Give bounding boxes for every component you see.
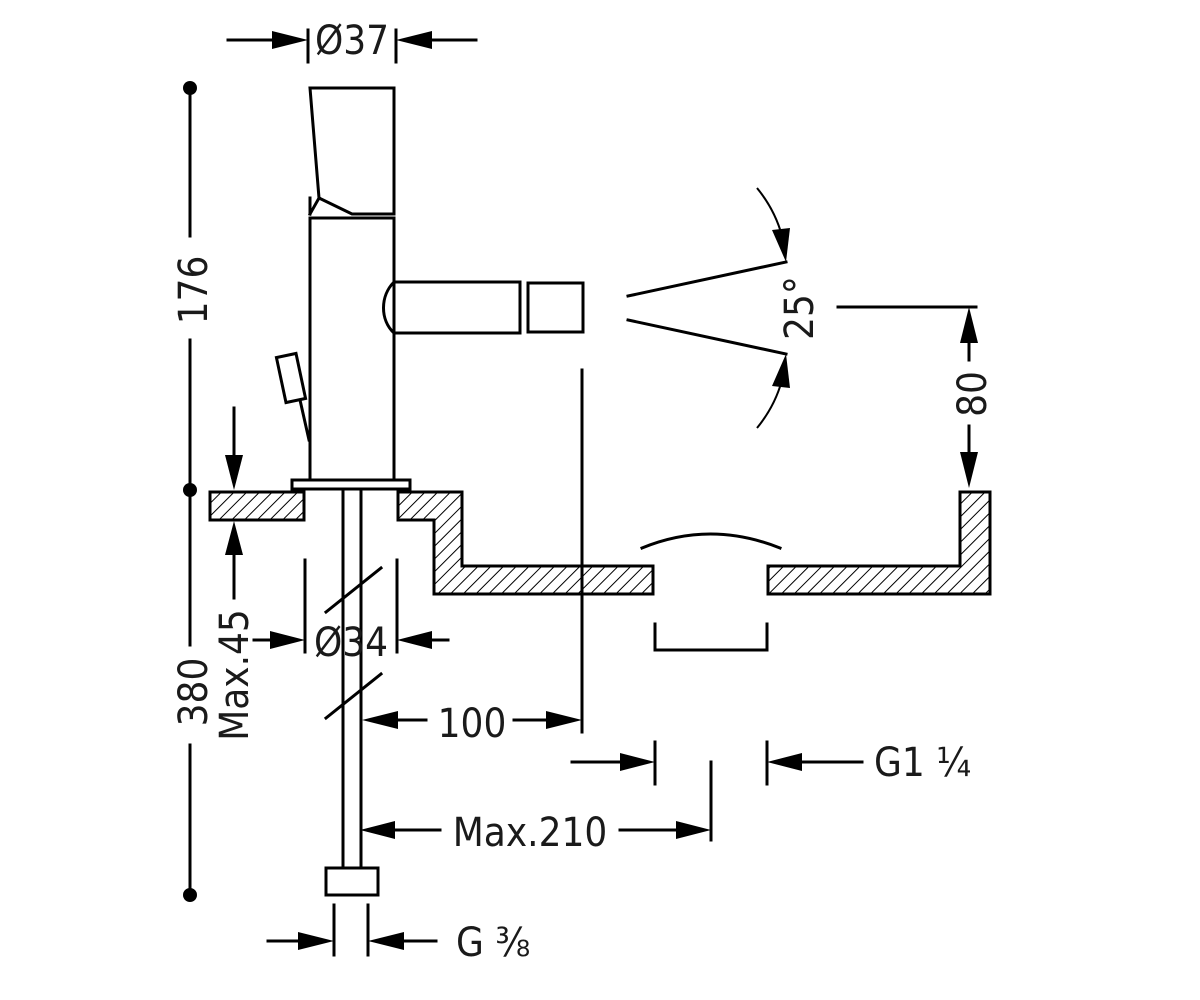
flexible-reach-dimension: Max.210 <box>360 760 713 856</box>
deck-left <box>208 490 306 522</box>
spout-nozzle <box>526 281 585 334</box>
flexible-reach-label: Max.210 <box>453 810 608 856</box>
top-diameter-dimension: Ø37 <box>226 18 478 64</box>
bidet-rim-left <box>396 490 655 596</box>
spout-height-dimension: 80 <box>836 305 996 488</box>
spout-reach-label: 100 <box>438 701 507 747</box>
mixer-column <box>308 216 396 482</box>
base-flange <box>290 478 412 491</box>
waste-outlet <box>653 622 769 652</box>
mixer-body <box>274 86 585 897</box>
bidet-rim-right <box>766 490 992 596</box>
bidet-bowl-curve <box>640 532 782 550</box>
bidet-section <box>208 490 992 652</box>
bottom-diameter-dimension: Ø34 <box>252 558 450 666</box>
height-total-label: 380 <box>171 658 217 727</box>
spout-height-label: 80 <box>950 371 996 417</box>
popup-rod <box>274 351 311 442</box>
spray-angle-dimension: 25° <box>626 187 823 429</box>
supply-hoses <box>323 487 384 868</box>
bottom-diameter-label: Ø34 <box>314 620 388 666</box>
spout <box>382 280 522 335</box>
hose-connector <box>324 866 380 897</box>
supply-thread-dimension: G ⅜ <box>266 903 530 966</box>
supply-thread-label: G ⅜ <box>456 920 530 966</box>
lever-handle-base <box>307 195 322 217</box>
spout-reach-dimension: 100 <box>362 368 584 747</box>
spray-angle-label: 25° <box>777 276 823 340</box>
lever-handle <box>308 86 396 216</box>
height-upper-label: 176 <box>171 256 217 325</box>
height-dimensions: 176 380 <box>171 81 217 902</box>
waste-thread-label: G1 ¼ <box>874 740 971 786</box>
deck-thickness-label: Max.45 <box>212 609 258 741</box>
waste-thread-dimension: G1 ¼ <box>570 740 971 786</box>
deck-thickness-dimension: Max.45 <box>212 406 258 741</box>
top-diameter-label: Ø37 <box>315 18 389 64</box>
